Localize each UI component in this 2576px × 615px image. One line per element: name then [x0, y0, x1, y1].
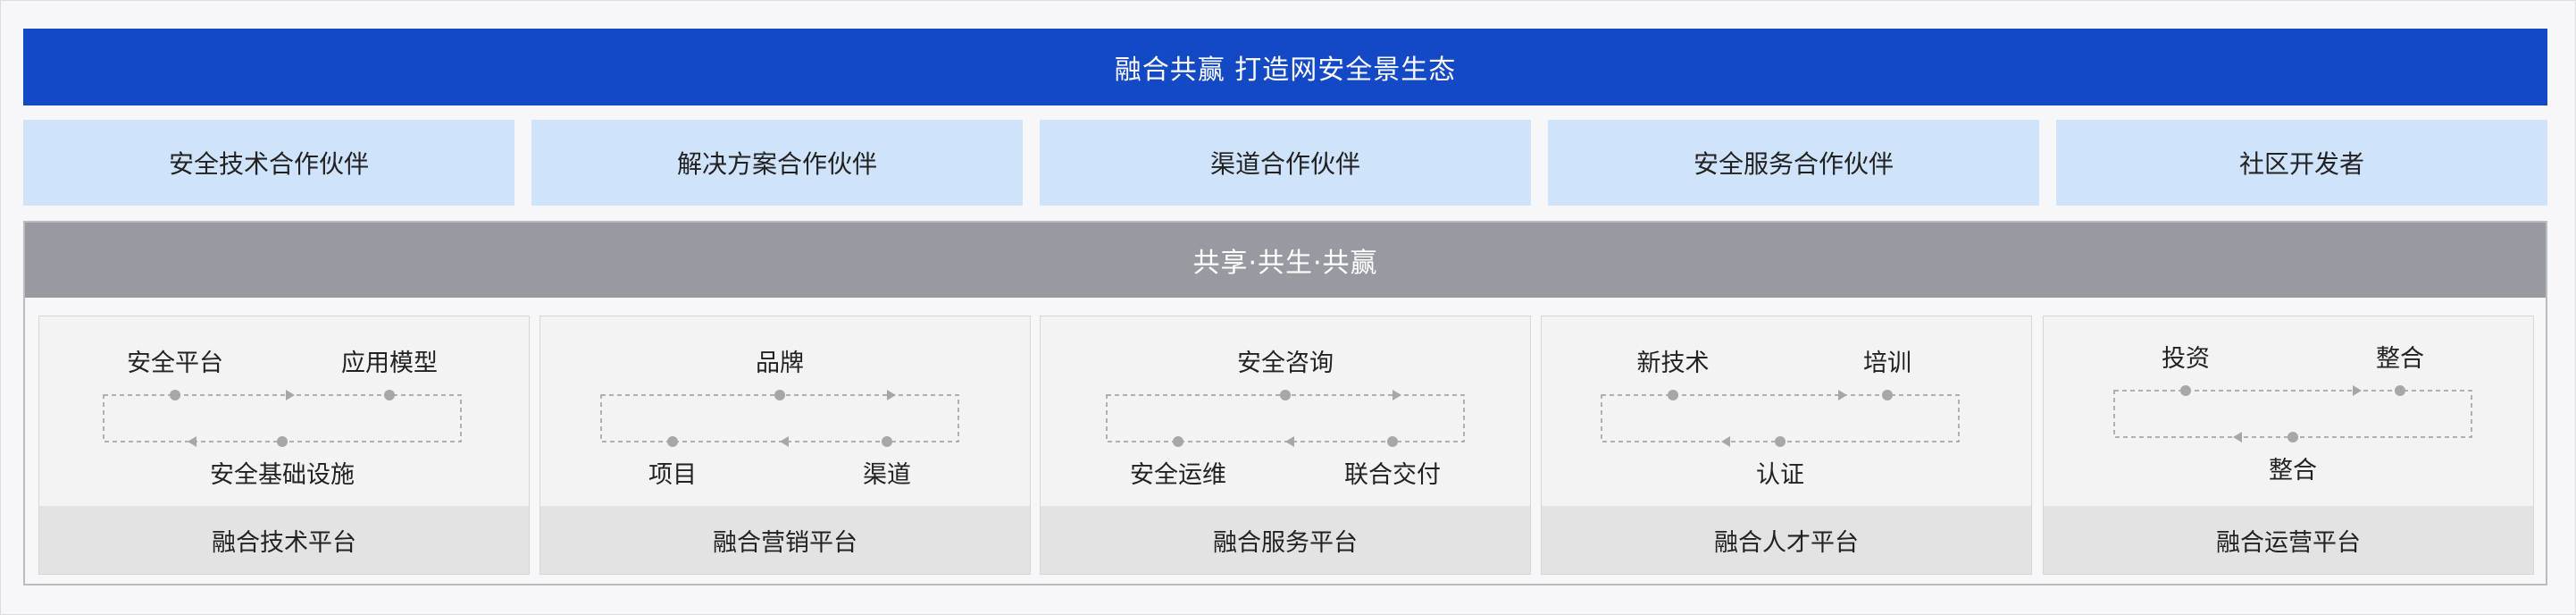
platform-name-text: 融合运营平台	[2216, 528, 2361, 557]
partner-label: 社区开发者	[2238, 149, 2364, 179]
partner-label: 渠道合作伙伴	[1209, 149, 1360, 179]
node-dot	[1775, 436, 1786, 447]
node-dot	[2287, 432, 2298, 442]
platform-name-text: 融合营销平台	[713, 528, 857, 557]
arrow-right-icon	[2353, 385, 2362, 396]
node-label-top-left: 安全平台	[127, 350, 223, 377]
node-dot	[882, 436, 892, 447]
shared-band-text: 共享·共生·共赢	[1192, 248, 1378, 279]
partner-label: 安全技术合作伙伴	[168, 149, 369, 179]
partner-label: 解决方案合作伙伴	[676, 149, 877, 179]
node-dot	[170, 390, 180, 400]
node-label-bottom-right: 联合交付	[1344, 461, 1441, 489]
arrow-left-icon	[2233, 432, 2242, 442]
ecosystem-title: 融合共赢 打造网安全景生态	[23, 29, 2547, 105]
platform-name-text: 融合服务平台	[1213, 528, 1358, 557]
node-dot	[1387, 436, 1398, 447]
platform-name: 融合服务平台	[1041, 506, 1530, 574]
node-label-bottom-left: 项目	[648, 461, 697, 489]
node-dot	[1668, 390, 1678, 400]
partner-row: 安全技术合作伙伴 解决方案合作伙伴 渠道合作伙伴 安全服务合作伙伴 社区开发者	[23, 120, 2547, 206]
platform-name: 融合人才平台	[1542, 506, 2031, 574]
platform-card-marketing: 品牌 项目 渠道 融合营销平台	[539, 316, 1031, 575]
node-dot	[774, 390, 785, 400]
cycle-diagram	[103, 390, 462, 447]
arrow-right-icon	[1838, 390, 1847, 400]
partner-service: 安全服务合作伙伴	[1548, 120, 2039, 206]
node-label-top-right: 培训	[1863, 350, 1911, 377]
node-label-bottom-right: 渠道	[863, 461, 911, 489]
node-dot	[1280, 390, 1291, 400]
cycle-diagram	[600, 390, 959, 447]
arrow-right-icon	[286, 390, 295, 400]
platform-card-operation: 投资 整合 整合 融合运营平台	[2043, 316, 2534, 575]
node-label-bottom: 安全基础设施	[210, 461, 355, 489]
shared-band: 共享·共生·共赢	[25, 223, 2546, 298]
cycle-loop	[103, 394, 462, 442]
platform-name-text: 融合技术平台	[212, 528, 356, 557]
partner-channel: 渠道合作伙伴	[1040, 120, 1531, 206]
node-dot	[2180, 385, 2191, 396]
platform-card-talent: 新技术 培训 认证 融合人才平台	[1541, 316, 2032, 575]
node-dot	[1173, 436, 1183, 447]
node-label-bottom-left: 安全运维	[1130, 461, 1226, 489]
node-label-bottom: 认证	[1756, 461, 1804, 489]
node-label-top: 安全咨询	[1237, 350, 1334, 377]
node-label-top-left: 新技术	[1636, 350, 1710, 377]
platform-card-tech: 安全平台 应用模型 安全基础设施 融合技术平台	[38, 316, 530, 575]
cycle-loop	[1601, 394, 1960, 442]
node-dot	[277, 436, 288, 447]
cycle-diagram	[1106, 390, 1465, 447]
cycle-loop	[2113, 390, 2472, 438]
platform-name: 融合技术平台	[39, 506, 529, 574]
platform-card-service: 安全咨询 安全运维 联合交付 融合服务平台	[1040, 316, 1531, 575]
arrow-left-icon	[1285, 436, 1294, 447]
platform-container: 共享·共生·共赢 安全平台 应用模型 安全基础设施 融合技术平台	[23, 221, 2547, 586]
cycle-diagram	[2113, 385, 2472, 442]
node-label-top-left: 投资	[2162, 345, 2210, 373]
node-dot	[384, 390, 395, 400]
cycle-diagram	[1601, 390, 1960, 447]
partner-solution: 解决方案合作伙伴	[531, 120, 1023, 206]
node-label-top-right: 应用模型	[341, 350, 438, 377]
platform-name: 融合运营平台	[2044, 506, 2533, 574]
node-label-top: 品牌	[756, 350, 804, 377]
ecosystem-title-text: 融合共赢 打造网安全景生态	[1114, 55, 1457, 86]
node-label-bottom: 整合	[2269, 457, 2317, 484]
node-dot	[667, 436, 678, 447]
cycle-loop	[600, 394, 959, 442]
platform-cards: 安全平台 应用模型 安全基础设施 融合技术平台 品牌 项目 渠道 融合营销平	[38, 316, 2534, 575]
arrow-left-icon	[188, 436, 197, 447]
partner-community: 社区开发者	[2056, 120, 2547, 206]
arrow-left-icon	[1721, 436, 1730, 447]
node-dot	[1882, 390, 1893, 400]
arrow-right-icon	[1393, 390, 1401, 400]
arrow-right-icon	[887, 390, 896, 400]
arrow-left-icon	[780, 436, 789, 447]
node-dot	[2395, 385, 2405, 396]
node-label-top-right: 整合	[2376, 345, 2424, 373]
platform-name: 融合营销平台	[540, 506, 1030, 574]
cycle-loop	[1106, 394, 1465, 442]
platform-name-text: 融合人才平台	[1714, 528, 1859, 557]
partner-tech: 安全技术合作伙伴	[23, 120, 514, 206]
partner-label: 安全服务合作伙伴	[1693, 149, 1894, 179]
